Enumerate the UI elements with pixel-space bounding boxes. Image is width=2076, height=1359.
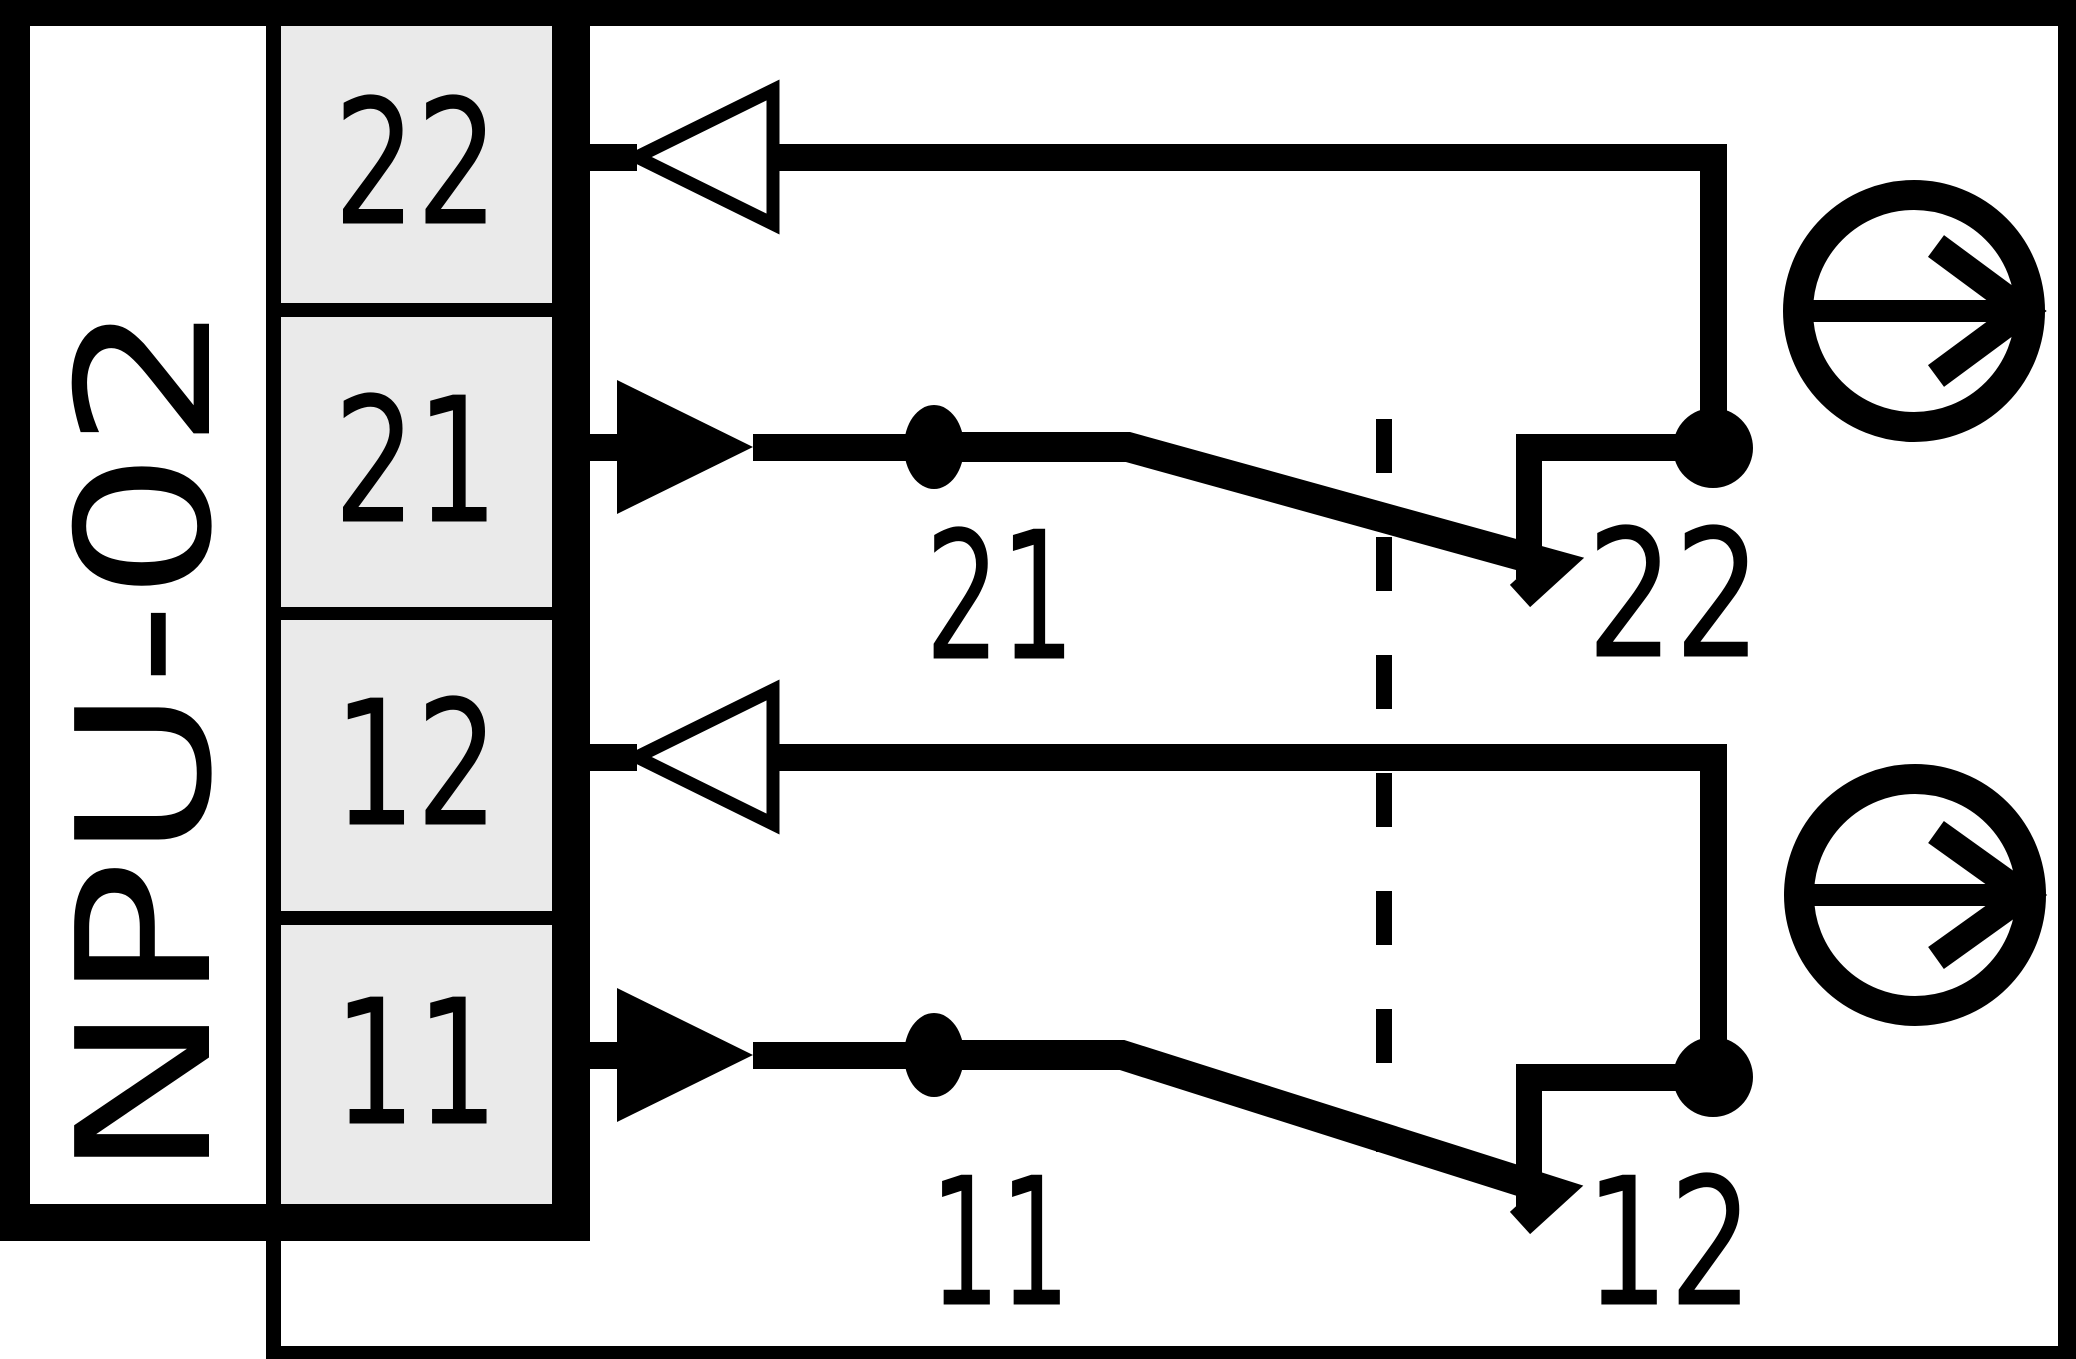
terminal-label-11: 11 <box>334 963 499 1166</box>
fixed-contact-bracket-22 <box>1516 434 1714 461</box>
frame-bottom-border <box>268 1346 2076 1359</box>
device-model-label: NPU-02 <box>37 300 253 1180</box>
filled-right-arrow-icon <box>617 380 753 514</box>
contact-pivot-dot-11 <box>904 1013 964 1097</box>
housing-bottom-border <box>0 1204 590 1241</box>
actuator-arrow-head <box>1927 235 2047 387</box>
terminal-cell-11 <box>281 925 552 1204</box>
terminal-block: 22 21 12 11 <box>281 26 590 1241</box>
filled-right-arrow-icon <box>617 988 753 1122</box>
wire-stub-11 <box>590 1042 619 1069</box>
wire-22-horizontal <box>773 144 1714 171</box>
actuator-arrow-head <box>1928 821 2048 969</box>
terminal-label-22: 22 <box>334 63 499 266</box>
terminal-cell-22 <box>281 26 552 303</box>
hollow-left-arrow-icon <box>622 679 780 835</box>
wire-12-vertical <box>1700 744 1727 1078</box>
wire-stub-21 <box>590 434 619 461</box>
hollow-left-arrow-icon <box>622 79 780 235</box>
terminal-cell-12 <box>281 620 552 911</box>
contact-circuit-top: 21 22 <box>588 79 2047 701</box>
contact-label-21: 21 <box>925 494 1075 701</box>
frame-right-border <box>2058 0 2076 1359</box>
contact-blade-21 <box>950 432 1585 608</box>
actuator-circle-arrow-icon-bottom <box>1784 764 2048 1026</box>
frame-top-border <box>0 0 2076 26</box>
contact-blade-11 <box>950 1040 1584 1235</box>
fixed-contact-bracket-12 <box>1516 1064 1714 1091</box>
device-housing: NPU-02 <box>0 0 590 1359</box>
actuator-circle-arrow-icon-top <box>1783 180 2047 442</box>
contact-label-12: 12 <box>1585 1140 1753 1347</box>
housing-separator-border <box>266 0 281 1359</box>
wire-12-horizontal <box>773 744 1714 771</box>
terminal-label-21: 21 <box>334 361 499 564</box>
terminal-divider <box>281 911 552 925</box>
terminal-cell-21 <box>281 317 552 607</box>
terminal-divider <box>281 303 552 317</box>
contact-label-11: 11 <box>930 1140 1070 1347</box>
terminal-block-right-border <box>552 26 590 1241</box>
housing-left-border <box>0 0 30 1241</box>
terminal-divider <box>281 607 552 620</box>
terminal-label-12: 12 <box>334 664 499 867</box>
contact-circuit-bottom: 11 12 <box>588 679 2048 1347</box>
wire-22-vertical <box>1700 144 1727 449</box>
contact-label-22: 22 <box>1587 492 1762 699</box>
contact-pivot-dot-21 <box>904 405 964 489</box>
